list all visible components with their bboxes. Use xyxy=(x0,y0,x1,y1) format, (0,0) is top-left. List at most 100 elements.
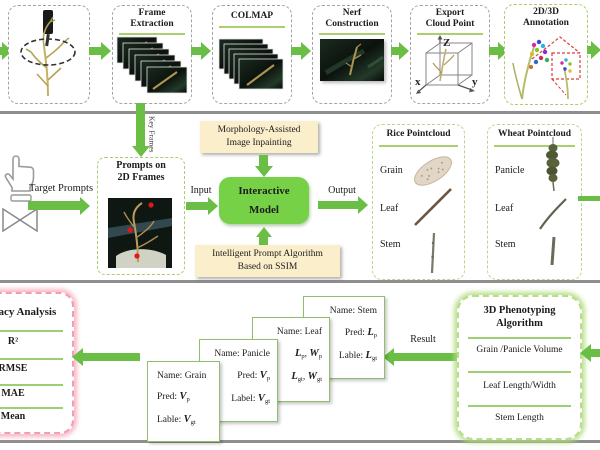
analysis-item-r2: R² xyxy=(7,336,19,347)
card-name-line: Name: Grain xyxy=(157,371,207,381)
colmap-title: COLMAP xyxy=(230,11,274,21)
title-underline xyxy=(494,145,575,147)
arrow-output xyxy=(318,201,358,209)
phenotyping-item-stem: Stem Length xyxy=(495,413,544,423)
arrow-target-prompts xyxy=(28,201,80,210)
hand-pointer-icon xyxy=(4,155,35,202)
arrow-2 xyxy=(191,47,201,55)
output-label: Output xyxy=(328,185,356,196)
arrow-edge-to-phenotyping xyxy=(591,349,600,357)
bowtie-icon xyxy=(2,208,38,232)
colmap-box: COLMAP xyxy=(212,5,292,104)
separator xyxy=(0,330,63,332)
separator xyxy=(0,358,63,360)
card-pred-line: Pred: Vp xyxy=(157,391,190,403)
wheat-item-leaf: Leaf xyxy=(495,203,514,214)
rice-pointcloud-icon xyxy=(414,156,452,274)
title-underline xyxy=(417,33,483,35)
wheat-pointcloud-box: Wheat Pointcloud Panicle Leaf Stem xyxy=(487,124,582,280)
rice-pointcloud-box: Rice Pointcloud Grain Leaf Stem xyxy=(372,124,465,280)
arrow-5 xyxy=(489,47,498,55)
card-label-line: Lable: Lgt xyxy=(338,350,377,362)
card-name-line: Name: Stem xyxy=(329,306,377,316)
annotated-plant-icon xyxy=(512,36,581,100)
card-label-line: Label: Vgt xyxy=(231,393,270,405)
analysis-item-mean: Mean xyxy=(0,411,26,422)
arrow-cards-to-analysis xyxy=(83,353,140,361)
cube-axis-z: Z xyxy=(443,37,450,49)
arrow-4 xyxy=(391,47,399,55)
row-divider-bottom xyxy=(0,440,600,443)
separator xyxy=(468,405,571,407)
arrow-inpainting-down xyxy=(259,155,268,166)
row-divider-middle xyxy=(0,280,600,283)
wheat-pointcloud-icon xyxy=(539,137,567,266)
colmap-stack-icon xyxy=(218,38,284,90)
arrow-result xyxy=(394,353,457,361)
video-capture-box xyxy=(8,5,90,104)
analysis-item-rmse: RMSE xyxy=(0,363,28,374)
capture-scene-icon xyxy=(20,10,76,97)
target-prompts-label: Target Prompts xyxy=(28,183,94,194)
phenotyping-item-leaf: Leaf Length/Width xyxy=(483,381,556,391)
wheat-item-panicle: Panicle xyxy=(495,165,525,176)
analysis-item-mae: MAE xyxy=(1,388,25,399)
card-grain: Name: Grain Pred: Vp Lable: Vgt xyxy=(147,361,220,442)
card-pred-line: Lp, Wp xyxy=(294,348,322,360)
title-underline xyxy=(319,33,385,35)
card-name-line: Name: Panicle xyxy=(214,349,270,359)
arrow-6-to-edge xyxy=(587,46,591,54)
title-underline xyxy=(379,145,458,147)
nerf-render-icon xyxy=(320,39,384,81)
arrow-algorithm-up xyxy=(259,237,268,245)
separator xyxy=(0,407,63,409)
analysis-title: Accuracy Analysis xyxy=(0,306,57,318)
row-divider-top xyxy=(0,111,600,114)
separator xyxy=(468,371,571,373)
card-pred-line: Pred: Vp xyxy=(237,370,270,382)
card-label-line: Lable: Vgt xyxy=(157,414,196,426)
prompted-frame-icon xyxy=(108,198,172,268)
cube-axis-y: y xyxy=(472,76,478,88)
arrow-entry xyxy=(0,47,2,55)
cube-axis-x: x xyxy=(415,76,421,88)
analysis-box: Accuracy Analysis R² RMSE MAE Mean xyxy=(0,292,74,434)
rice-item-grain: Grain xyxy=(380,165,403,176)
rice-item-leaf: Leaf xyxy=(380,203,399,214)
cloud-point-cube-icon: Z x y xyxy=(415,35,478,94)
arrow-input xyxy=(186,202,208,210)
card-pred-line: Pred: Lp xyxy=(344,327,377,339)
line-wheat-to-edge xyxy=(578,196,600,201)
card-label-line: Lgt, Wgt xyxy=(291,371,322,383)
input-label: Input xyxy=(190,185,212,196)
frame-stack-icon xyxy=(116,36,188,94)
wheat-title: Wheat Pointcloud xyxy=(497,129,572,139)
card-name-line: Name: Leaf xyxy=(276,327,322,337)
title-underline xyxy=(219,26,285,28)
separator xyxy=(468,337,571,339)
separator xyxy=(0,384,63,386)
rice-title: Rice Pointcloud xyxy=(386,129,451,139)
title-underline xyxy=(119,33,185,35)
arrow-1 xyxy=(89,47,101,55)
key-frames-label: Key Frames xyxy=(147,116,157,153)
arrow-key-frames-down xyxy=(136,103,145,146)
phenotyping-item-volume: Grain /Panicle Volume xyxy=(476,345,563,355)
rice-item-stem: Stem xyxy=(380,239,401,250)
